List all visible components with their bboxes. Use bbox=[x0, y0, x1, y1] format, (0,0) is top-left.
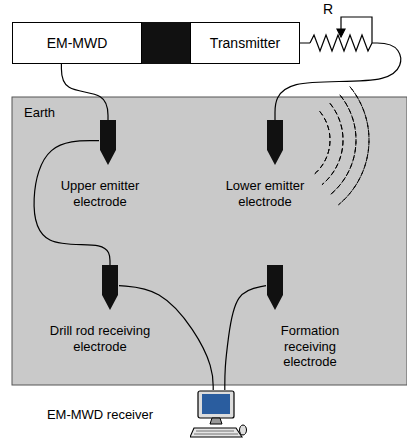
electrode-shape bbox=[101, 265, 119, 311]
electrode-shape bbox=[99, 120, 117, 166]
receiving-electrode: Drill rod receiving electrode bbox=[35, 265, 165, 362]
node-label: Transmitter bbox=[204, 35, 286, 51]
earth-ground bbox=[12, 97, 407, 385]
node-label: Drill rod receiving electrode bbox=[35, 315, 165, 362]
receiver-computer: EM-MWD receiver bbox=[40, 390, 255, 440]
resistor-symbol bbox=[310, 17, 372, 51]
node-label: EM-MWD receiver bbox=[40, 407, 160, 423]
receiving-electrode: Formation receiving electrode bbox=[245, 265, 375, 378]
module-box: EM-MWD bbox=[12, 22, 142, 64]
component-label: R bbox=[323, 1, 333, 17]
electrode-shape bbox=[266, 120, 284, 166]
node-label: Lower emitter electrode bbox=[205, 170, 325, 217]
wire-connector bbox=[225, 286, 266, 390]
transmitter-box: Transmitter bbox=[190, 22, 300, 64]
black-coupler bbox=[142, 22, 190, 64]
emitter-electrode: Lower emitter electrode bbox=[205, 120, 325, 217]
wave-arcs bbox=[314, 86, 369, 204]
electrode-shape bbox=[266, 265, 284, 311]
earth-region: Upper emitter electrode Lower emitter ele… bbox=[12, 97, 407, 385]
node-label: EM-MWD bbox=[41, 35, 114, 51]
region-label: Earth bbox=[12, 97, 67, 128]
wire-connector bbox=[61, 64, 108, 120]
node-label: Upper emitter electrode bbox=[40, 170, 160, 217]
emitter-electrode: Upper emitter electrode bbox=[40, 120, 160, 217]
computer-icon bbox=[190, 390, 248, 440]
node-label: Formation receiving electrode bbox=[245, 315, 375, 378]
